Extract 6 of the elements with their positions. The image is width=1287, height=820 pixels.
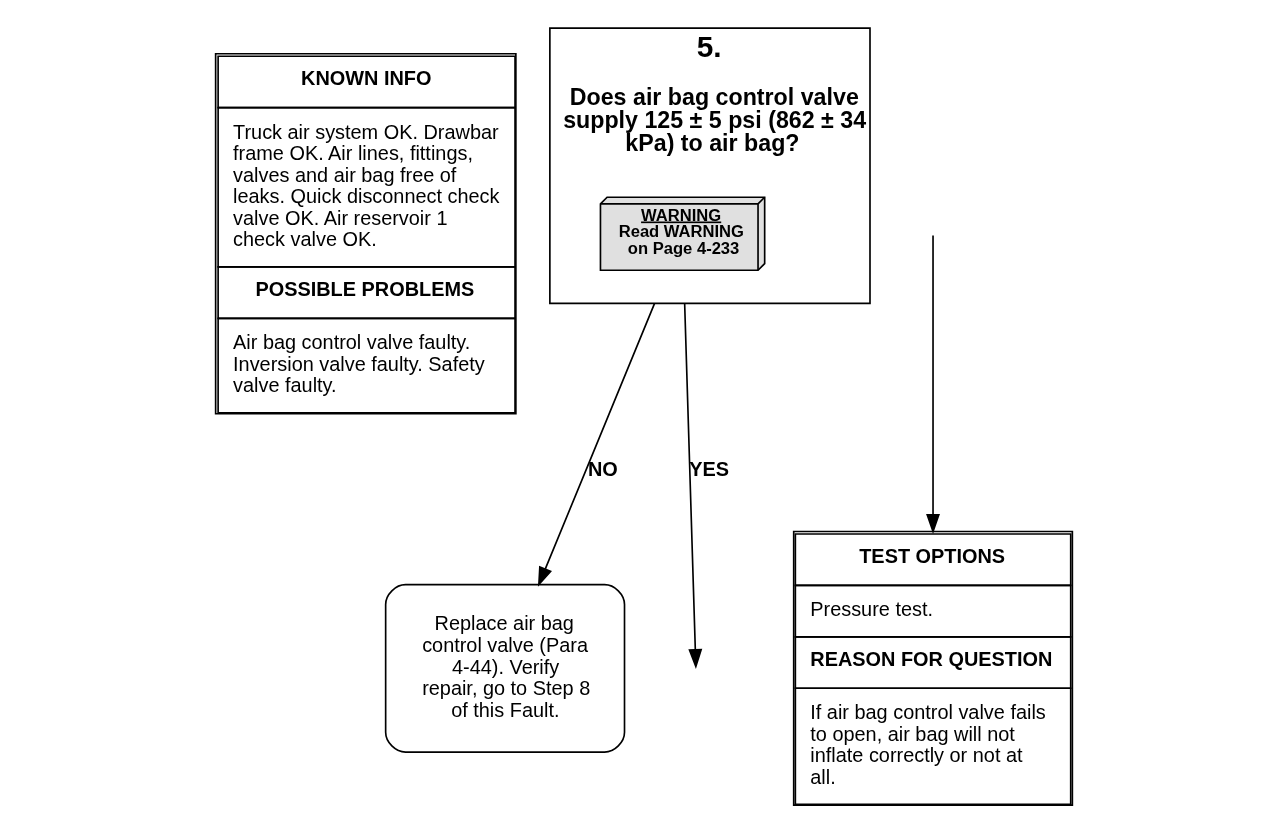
arrow [537, 302, 655, 587]
arrow [925, 234, 940, 534]
node-box: Replace air bag control valve (Para 4-44). Verify repair, go to Step 8 of this Fault. [384, 583, 625, 753]
arrow [683, 302, 702, 669]
edge-label: YES [688, 458, 729, 481]
edge-label: NO [587, 458, 618, 481]
